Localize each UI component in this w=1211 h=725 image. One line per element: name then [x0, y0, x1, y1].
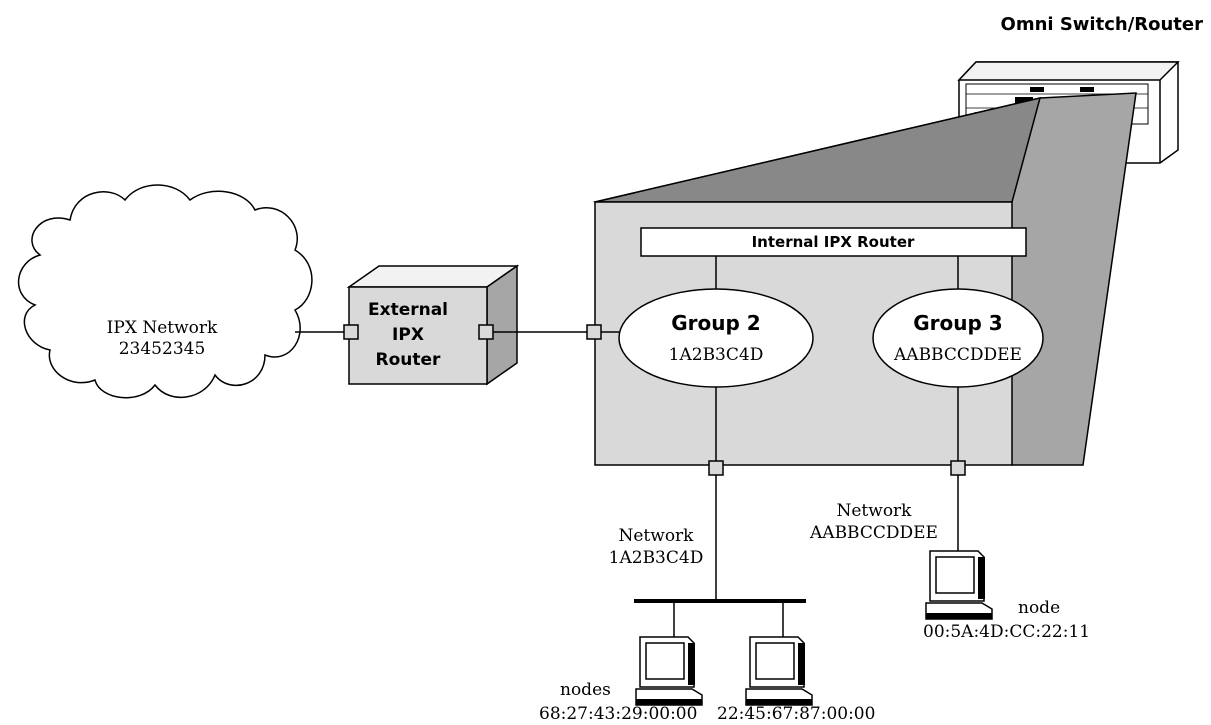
node-label: node: [1018, 598, 1060, 618]
computer-icon: [925, 550, 993, 620]
external-router-line3: Router: [376, 350, 442, 370]
computer-icon: [635, 636, 703, 706]
group-3-title: Group 3: [913, 311, 1002, 335]
external-router-port-right: [478, 324, 494, 340]
cloud-label-line1: IPX Network: [107, 318, 218, 338]
cloud-label-line2: 23452345: [119, 339, 206, 359]
group-3-ellipse: [872, 288, 1044, 388]
group-2-title: Group 2: [671, 311, 760, 335]
node-address-1: 68:27:43:29:00:00: [539, 704, 697, 724]
internal-ipx-router-box: [640, 227, 1027, 257]
internal-ipx-router-label: Internal IPX Router: [752, 233, 915, 251]
port-bottom-right: [950, 460, 966, 476]
port-left: [586, 324, 602, 340]
external-router-line1: External: [368, 300, 448, 320]
computer-icon: [745, 636, 813, 706]
network-left-line1: Network: [619, 526, 695, 546]
external-router-port-left: [343, 324, 359, 340]
switch-router-title: Omni Switch/Router: [1001, 14, 1204, 35]
group-2-ellipse: [618, 288, 814, 388]
node-address-2: 22:45:67:87:00:00: [717, 704, 875, 724]
ipx-network-cloud: [18, 184, 313, 399]
network-left-line2: 1A2B3C4D: [609, 548, 704, 568]
port-bottom-left: [708, 460, 724, 476]
network-right-line2: AABBCCDDEE: [809, 523, 938, 543]
group-2-network: 1A2B3C4D: [669, 345, 764, 365]
external-ipx-router-icon: [346, 264, 520, 386]
external-router-line2: IPX: [392, 325, 424, 345]
network-right-line1: Network: [837, 501, 913, 521]
nodes-label: nodes: [560, 680, 611, 700]
node-address-3: 00:5A:4D:CC:22:11: [923, 622, 1090, 642]
group-3-network: AABBCCDDEE: [893, 345, 1022, 365]
